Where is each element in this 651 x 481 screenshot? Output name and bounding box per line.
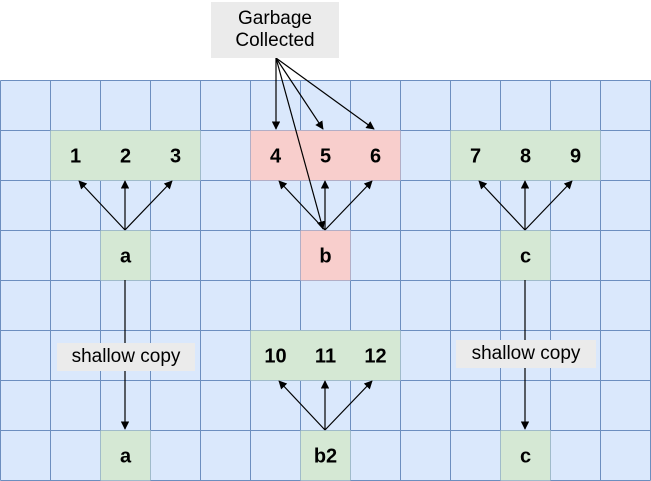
reference-arrow — [275, 57, 324, 130]
box-label: b2 — [314, 446, 337, 468]
box-n2: 2 — [100, 130, 151, 181]
box-n7: 7 — [450, 130, 501, 181]
box-fill — [100, 430, 151, 481]
box-var-c-copy: c — [500, 430, 551, 481]
reference-arrow — [324, 380, 373, 431]
box-fill — [350, 130, 401, 181]
box-label: 9 — [570, 146, 581, 168]
box-label: 2 — [120, 146, 131, 168]
reference-arrow — [478, 180, 526, 231]
box-fill — [500, 430, 551, 481]
box-fill — [450, 130, 501, 181]
box-n6: 6 — [350, 130, 401, 181]
reference-arrow — [275, 57, 326, 230]
box-fill — [150, 130, 201, 181]
box-n8: 8 — [500, 130, 551, 181]
box-label: 5 — [320, 146, 331, 168]
box-var-a-copy: a — [100, 430, 151, 481]
box-label: c — [520, 246, 531, 268]
box-label: 3 — [170, 146, 181, 168]
box-label: 6 — [370, 146, 381, 168]
reference-arrow — [324, 180, 373, 231]
box-fill — [550, 130, 601, 181]
shallow-copy-label-right: shallow copy — [456, 340, 596, 368]
garbage-collected-label: Garbage Collected — [211, 2, 339, 58]
box-label: b — [319, 246, 331, 268]
box-label: 11 — [315, 346, 336, 368]
box-label: a — [120, 246, 132, 268]
box-label: c — [520, 446, 531, 468]
box-label: 4 — [270, 146, 282, 168]
reference-arrow — [278, 380, 326, 431]
box-label: 7 — [470, 146, 481, 168]
box-var-b: b — [300, 230, 351, 281]
garbage-label-line2: Collected — [235, 30, 315, 51]
box-fill — [300, 230, 351, 281]
box-fill — [300, 330, 351, 381]
reference-arrow — [78, 180, 126, 231]
box-fill — [300, 430, 351, 481]
reference-arrow — [524, 180, 573, 231]
box-label: 12 — [364, 346, 386, 368]
box-fill — [500, 130, 551, 181]
box-fill — [350, 330, 401, 381]
arrow-layer — [78, 57, 573, 431]
box-fill — [500, 230, 551, 281]
box-label: 10 — [264, 346, 286, 368]
reference-arrow — [124, 180, 173, 231]
box-label: 1 — [70, 146, 81, 168]
box-n12: 12 — [350, 330, 401, 381]
box-fill — [50, 130, 101, 181]
reference-arrow — [275, 57, 375, 130]
box-n1: 1 — [50, 130, 101, 181]
box-fill — [250, 130, 301, 181]
box-label: a — [120, 446, 132, 468]
box-fill — [250, 330, 301, 381]
box-var-a: a — [100, 230, 151, 281]
shallow-copy-label-left: shallow copy — [57, 343, 195, 371]
garbage-label-line1: Garbage — [238, 8, 312, 29]
box-fill — [300, 130, 351, 181]
box-n5: 5 — [300, 130, 351, 181]
box-n11: 11 — [300, 330, 351, 381]
box-fill — [100, 230, 151, 281]
box-n9: 9 — [550, 130, 601, 181]
box-n10: 10 — [250, 330, 301, 381]
box-var-c: c — [500, 230, 551, 281]
box-fill — [100, 130, 151, 181]
box-n4: 4 — [250, 130, 301, 181]
box-n3: 3 — [150, 130, 201, 181]
box-label: 8 — [520, 146, 531, 168]
box-var-b2: b2 — [300, 430, 351, 481]
